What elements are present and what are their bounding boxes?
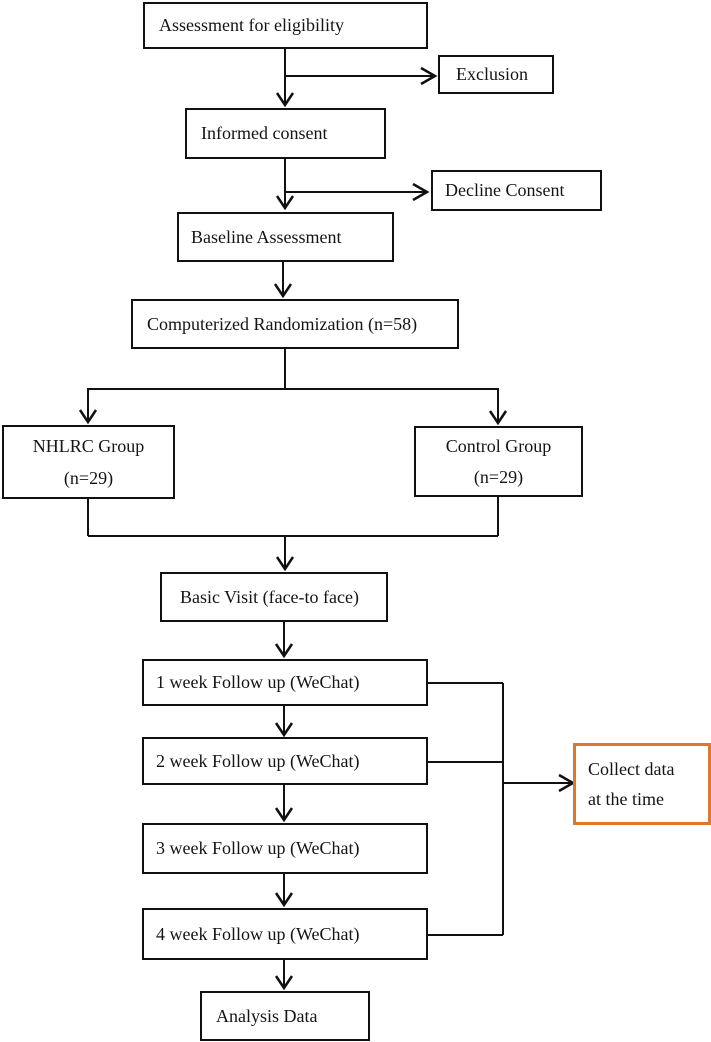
node-control-group-name: Control Group — [445, 435, 552, 456]
node-week3-followup-label: 3 week Follow up (WeChat) — [156, 838, 360, 859]
arrowhead-down-icon — [274, 722, 294, 738]
node-week4-followup-label: 4 week Follow up (WeChat) — [156, 923, 360, 944]
node-analysis-data: Analysis Data — [200, 991, 370, 1041]
arrowhead-down-icon — [78, 409, 98, 425]
node-week3-followup: 3 week Follow up (WeChat) — [142, 823, 428, 874]
node-assessment: Assessment for eligibility — [143, 2, 428, 49]
arrowhead-down-icon — [274, 892, 294, 908]
arrowhead-down-icon — [275, 92, 295, 108]
node-exclusion-label: Exclusion — [456, 64, 528, 85]
node-decline-consent-label: Decline Consent — [445, 180, 565, 201]
node-basic-visit: Basic Visit (face-to face) — [160, 572, 388, 622]
arrowhead-right-icon — [412, 182, 430, 202]
node-randomization: Computerized Randomization (n=58) — [131, 299, 459, 349]
node-randomization-label: Computerized Randomization (n=58) — [147, 313, 418, 334]
arrowhead-down-icon — [274, 975, 294, 991]
node-week2-followup-label: 2 week Follow up (WeChat) — [156, 750, 360, 771]
node-informed-consent-label: Informed consent — [201, 123, 328, 144]
arrowhead-down-icon — [274, 643, 294, 659]
node-week1-followup: 1 week Follow up (WeChat) — [142, 659, 428, 706]
arrowhead-down-icon — [273, 283, 293, 299]
arrowhead-down-icon — [274, 807, 294, 823]
node-informed-consent: Informed consent — [185, 108, 386, 159]
arrowhead-right-icon — [420, 66, 438, 86]
arrowhead-down-icon — [275, 556, 295, 572]
node-assessment-label: Assessment for eligibility — [159, 15, 344, 36]
arrowhead-down-icon — [275, 195, 295, 211]
node-control-group: Control Group (n=29) — [414, 426, 583, 497]
node-baseline-assessment: Baseline Assessment — [177, 212, 394, 262]
node-control-group-n: (n=29) — [473, 467, 524, 487]
node-nhlrc-group-name: NHLRC Group — [32, 436, 145, 456]
node-collect-data-line2: at the time — [588, 788, 664, 809]
node-week4-followup: 4 week Follow up (WeChat) — [142, 908, 428, 960]
node-week1-followup-label: 1 week Follow up (WeChat) — [156, 672, 360, 693]
node-analysis-data-label: Analysis Data — [216, 1005, 318, 1026]
arrowhead-down-icon — [488, 410, 508, 426]
node-decline-consent: Decline Consent — [431, 170, 602, 211]
node-basic-visit-label: Basic Visit (face-to face) — [180, 586, 359, 607]
node-baseline-assessment-label: Baseline Assessment — [191, 226, 342, 247]
node-collect-data-line1: Collect data — [588, 759, 675, 779]
node-collect-data: Collect data at the time — [573, 743, 711, 825]
node-nhlrc-group: NHLRC Group (n=29) — [2, 425, 175, 499]
node-week2-followup: 2 week Follow up (WeChat) — [142, 737, 428, 785]
node-nhlrc-group-n: (n=29) — [63, 467, 114, 488]
node-exclusion: Exclusion — [438, 55, 554, 94]
